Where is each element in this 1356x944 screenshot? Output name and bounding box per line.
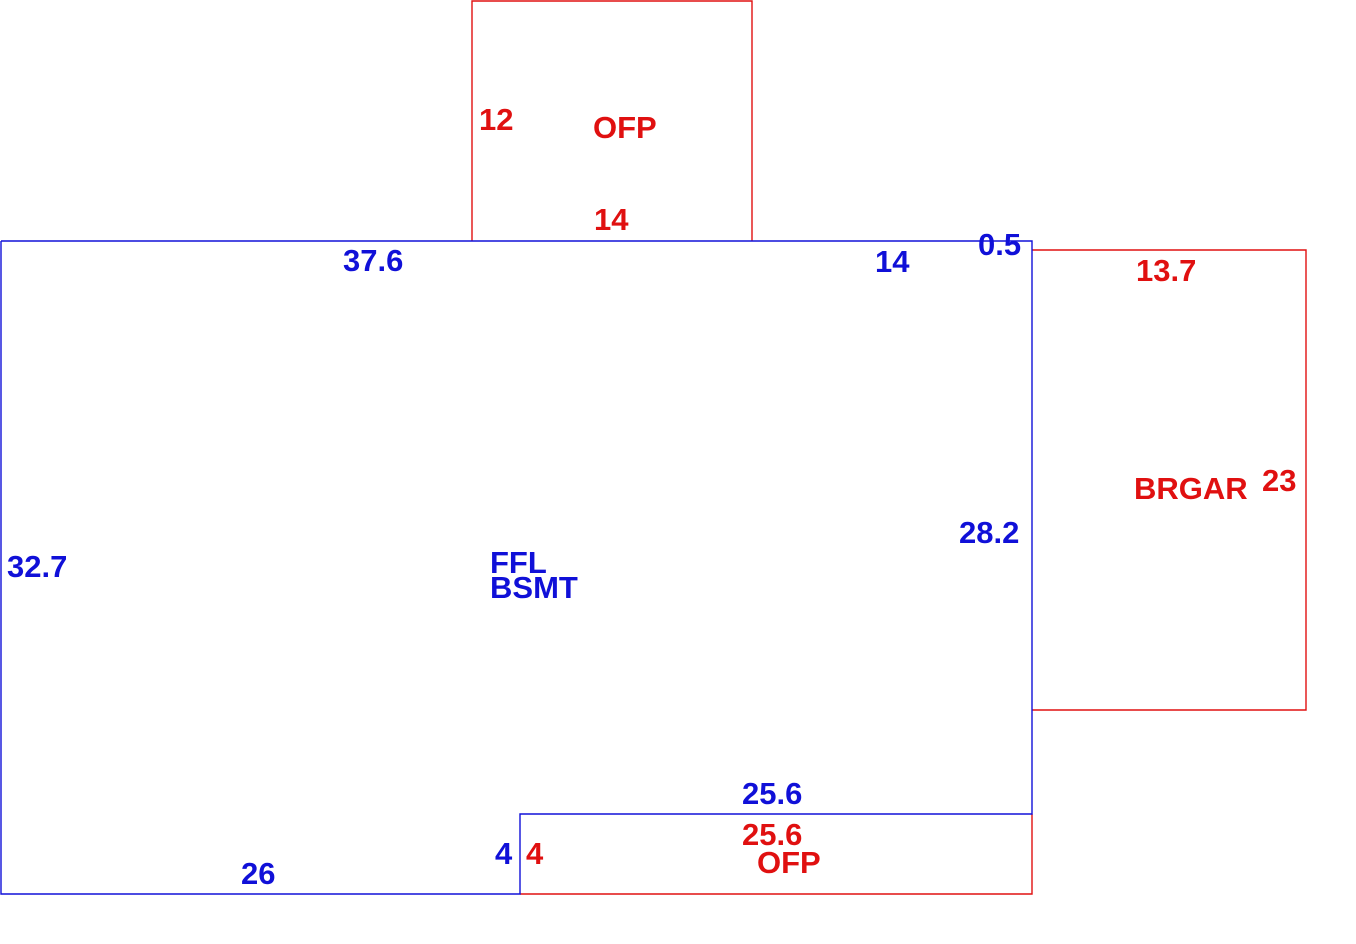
main-label-bsmt: BSMT xyxy=(490,570,578,605)
garage-area: 13.7 BRGAR 23 xyxy=(1032,249,1307,711)
main-area: 37.6 14 0.5 32.7 28.2 FFL BSMT 25.6 4 26 xyxy=(0,227,1033,895)
main-right-dimension: 28.2 xyxy=(959,515,1019,550)
porch-bottom-outline xyxy=(520,814,1033,895)
main-inner-left-dimension: 4 xyxy=(495,836,513,871)
porch-bottom-area: 25.6 OFP 4 xyxy=(520,814,1033,895)
main-label-ffl: FFL xyxy=(490,545,547,580)
porch-bottom-label: OFP xyxy=(757,845,821,880)
main-top-left-dimension: 37.6 xyxy=(343,243,403,278)
garage-side-dimension: 23 xyxy=(1262,463,1296,498)
main-top-right-dimension: 14 xyxy=(875,244,910,279)
garage-top-dimension: 13.7 xyxy=(1136,253,1196,288)
porch-top-label: OFP xyxy=(593,110,657,145)
porch-top-side-dimension: 12 xyxy=(479,102,513,137)
main-area-outline xyxy=(0,240,1033,895)
garage-outline xyxy=(1032,249,1307,711)
main-left-dimension: 32.7 xyxy=(7,549,67,584)
main-top-jog-dimension: 0.5 xyxy=(978,227,1021,262)
main-bottom-dimension: 26 xyxy=(241,856,275,891)
porch-bottom-side-dimension: 4 xyxy=(526,836,544,871)
porch-top-bottom-dimension: 14 xyxy=(594,202,629,237)
garage-label: BRGAR xyxy=(1134,471,1248,506)
porch-bottom-top-dimension: 25.6 xyxy=(742,817,802,852)
porch-top-outline xyxy=(471,0,753,241)
main-inner-top-dimension: 25.6 xyxy=(742,776,802,811)
porch-top-area: 12 OFP 14 xyxy=(471,0,753,241)
